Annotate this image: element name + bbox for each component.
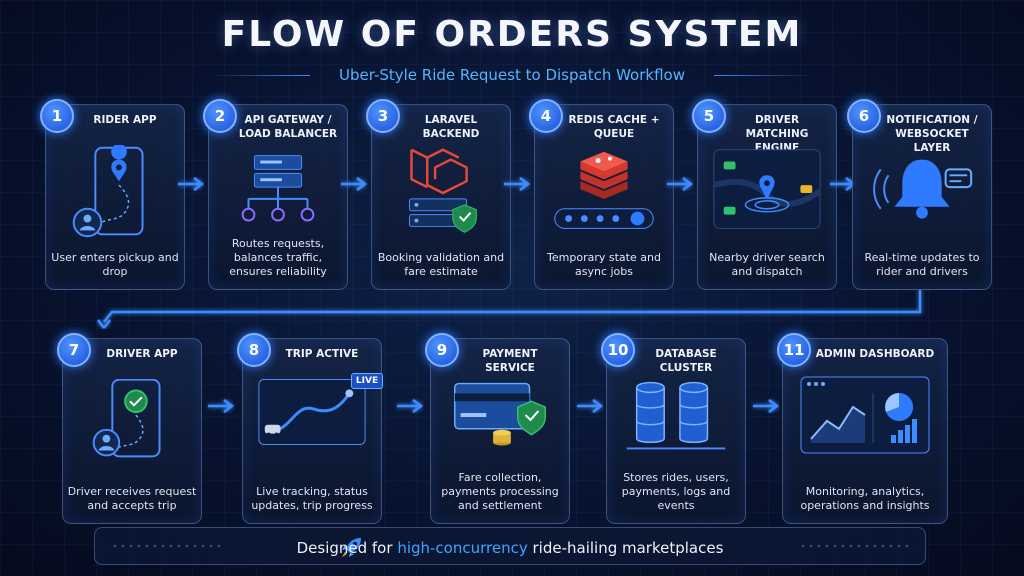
step-title: PAYMENT SERVICE [482, 348, 538, 374]
flow-arrow-icon [575, 398, 605, 414]
flow-arrow-icon [665, 176, 695, 192]
step-description: Live tracking, status updates, trip prog… [251, 485, 373, 512]
redis-queue-icon [545, 145, 663, 241]
page-title: FLOW OF ORDERS SYSTEM [221, 14, 803, 55]
step-description: Nearby driver search and dispatch [709, 251, 825, 278]
flow-arrow-icon [206, 398, 236, 414]
step-card-redis-cache: 4 REDIS CACHE + QUEUE Temporary state an… [529, 99, 674, 290]
footer-text: Designed for high-concurrency ride-haili… [95, 539, 925, 557]
phone-check-icon [73, 378, 191, 459]
footer-prefix: Designed for [296, 539, 393, 557]
step-description: Monitoring, analytics, operations and in… [800, 485, 930, 512]
flow-arrow-icon [502, 176, 532, 192]
step-number-badge: 11 [777, 333, 811, 367]
live-route-icon [253, 375, 371, 449]
step-number-badge: 5 [692, 99, 726, 133]
step-card-notification-layer: 6 NOTIFICATION / WEBSOCKET LAYER Real-ti… [847, 99, 992, 290]
step-title: DATABASE CLUSTER [655, 348, 717, 374]
step-number-badge: 2 [203, 99, 237, 133]
step-description: Booking validation and fare estimate [377, 251, 505, 278]
step-number-badge: 9 [425, 333, 459, 367]
step-card-trip-active: 8 TRIP ACTIVE LIVE Live tracking, status… [237, 333, 383, 524]
footer-banner: Designed for high-concurrency ride-haili… [94, 527, 926, 565]
laravel-server-icon [382, 145, 500, 241]
step-card-api-gateway: 2 API GATEWAY / LOAD BALANCER Routes req… [203, 99, 348, 290]
step-title: RIDER APP [93, 114, 157, 126]
step-title: ADMIN DASHBOARD [815, 348, 935, 360]
flow-arrow-icon [339, 176, 369, 192]
rocket-icon [339, 534, 365, 560]
dashboard-charts-icon [793, 375, 937, 455]
step-title: DRIVER APP [106, 348, 178, 360]
step-number-badge: 7 [57, 333, 91, 367]
footer-dots-right [799, 542, 909, 552]
step-card-driver-matching: 5 DRIVER MATCHING ENGINE Nearby driver s… [692, 99, 837, 290]
footer-suffix: ride-hailing marketplaces [532, 539, 724, 557]
step-number-badge: 4 [529, 99, 563, 133]
step-description: Driver receives request and accepts trip [67, 485, 197, 512]
step-number-badge: 3 [366, 99, 400, 133]
step-title: REDIS CACHE + QUEUE [568, 114, 660, 140]
step-title: TRIP ACTIVE [285, 348, 359, 360]
step-description: User enters pickup and drop [51, 251, 179, 278]
step-description: Routes requests, balances traffic, ensur… [229, 237, 327, 278]
step-number-badge: 8 [237, 333, 271, 367]
page-subtitle: Uber-Style Ride Request to Dispatch Work… [339, 66, 685, 84]
server-network-icon [219, 145, 337, 241]
step-card-laravel-backend: 3 LARAVEL BACKEND Booking validation and… [366, 99, 511, 290]
step-card-database-cluster: 10 DATABASE CLUSTER Stores rides, users,… [601, 333, 746, 524]
step-number-badge: 10 [601, 333, 635, 367]
flow-arrow-icon [751, 398, 781, 414]
step-number-badge: 6 [847, 99, 881, 133]
step-description: Real-time updates to rider and drivers [864, 251, 980, 278]
subtitle-decoration-right [714, 75, 814, 76]
bell-chat-icon [863, 145, 981, 241]
step-description: Stores rides, users, payments, logs and … [621, 471, 731, 512]
footer-dots-left [111, 542, 221, 552]
flow-arrow-icon [395, 398, 425, 414]
step-description: Fare collection, payments processing and… [441, 471, 559, 512]
step-card-driver-app: 7 DRIVER APP Driver receives request and… [57, 333, 202, 524]
live-badge: LIVE [351, 373, 383, 389]
driver-map-icon [708, 145, 826, 241]
subtitle-decoration-left [210, 75, 310, 76]
step-card-admin-dashboard: 11 ADMIN DASHBOARD Monitoring, analytics… [777, 333, 948, 524]
phone-map-pin-icon [56, 143, 174, 241]
database-icon [617, 379, 735, 453]
flow-arrow-icon [176, 176, 206, 192]
step-title: API GATEWAY / LOAD BALANCER [238, 114, 338, 140]
card-shield-icon [441, 379, 559, 453]
footer-highlight: high-concurrency [397, 539, 528, 557]
step-title: LARAVEL BACKEND [422, 114, 480, 140]
step-number-badge: 1 [40, 99, 74, 133]
step-card-payment-service: 9 PAYMENT SERVICE Fare collection, payme… [425, 333, 570, 524]
step-card-rider-app: 1 RIDER APP User enters pickup and drop [40, 99, 185, 290]
step-description: Temporary state and async jobs [547, 251, 661, 278]
step-title: NOTIFICATION / WEBSOCKET LAYER [886, 114, 978, 154]
